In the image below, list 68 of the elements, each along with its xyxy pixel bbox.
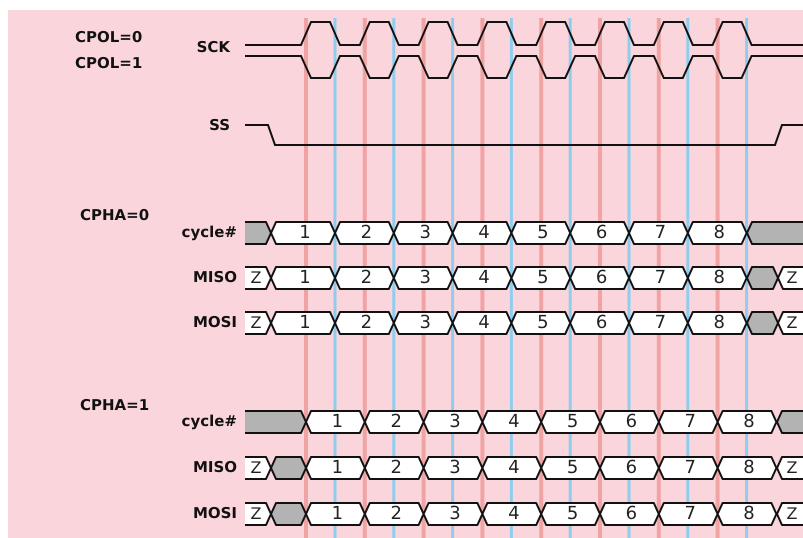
bit-number: 8	[713, 313, 725, 333]
high-z-label: Z	[250, 504, 262, 524]
bit-number: 6	[596, 223, 608, 243]
bit-number: 6	[626, 458, 638, 478]
bit-number: 2	[360, 268, 372, 288]
bit-number: 7	[684, 504, 696, 524]
bit-number: 3	[449, 458, 461, 478]
signal-name: MISO	[192, 267, 237, 287]
signal-name: MISO	[192, 457, 237, 477]
bit-number: 1	[299, 268, 311, 288]
bit-number: 6	[596, 313, 608, 333]
bit-number: 7	[654, 268, 666, 288]
bit-number: 2	[390, 504, 402, 524]
bit-number: 4	[508, 412, 520, 432]
bit-number: 4	[478, 223, 490, 243]
bit-number: 3	[419, 268, 431, 288]
bit-number: 5	[537, 313, 549, 333]
bit-number: 5	[537, 223, 549, 243]
bit-number: 3	[419, 313, 431, 333]
bit-number: 8	[743, 412, 755, 432]
bit-number: 7	[684, 412, 696, 432]
signal-name: cycle#	[182, 411, 237, 431]
signal-name: SS	[209, 115, 230, 135]
bit-number: 5	[566, 412, 578, 432]
bit-number: 5	[566, 504, 578, 524]
signal-name: MOSI	[192, 312, 237, 332]
high-z-label: Z	[786, 458, 798, 478]
bit-number: 6	[596, 268, 608, 288]
high-z-label: Z	[786, 313, 798, 333]
signal-name: SCK	[196, 37, 230, 57]
bit-number: 5	[537, 268, 549, 288]
bit-number: 1	[332, 458, 344, 478]
bit-number: 6	[626, 504, 638, 524]
bit-number: 7	[654, 313, 666, 333]
high-z-label: Z	[786, 268, 798, 288]
bit-number: 1	[299, 223, 311, 243]
signal-name: MOSI	[192, 503, 237, 523]
signal-name: cycle#	[182, 222, 237, 242]
bit-number: 8	[743, 458, 755, 478]
bit-number: 1	[332, 412, 344, 432]
high-z-label: Z	[250, 458, 262, 478]
bit-number: 1	[332, 504, 344, 524]
bit-number: 3	[449, 504, 461, 524]
bit-number: 1	[299, 313, 311, 333]
high-z-label: Z	[250, 313, 262, 333]
bit-number: 3	[449, 412, 461, 432]
mode-label: CPHA=0	[80, 205, 150, 225]
bit-number: 5	[566, 458, 578, 478]
bit-number: 4	[508, 458, 520, 478]
bit-number: 2	[360, 223, 372, 243]
bit-number: 4	[508, 504, 520, 524]
high-z-label: Z	[250, 268, 262, 288]
bit-number: 6	[626, 412, 638, 432]
bit-number: 4	[478, 268, 490, 288]
bit-number: 7	[654, 223, 666, 243]
high-z-label: Z	[786, 504, 798, 524]
mode-label: CPOL=0	[75, 27, 142, 47]
bit-number: 8	[713, 223, 725, 243]
bit-number: 7	[684, 458, 696, 478]
mode-label: CPHA=1	[80, 395, 150, 415]
bit-number: 4	[478, 313, 490, 333]
bit-number: 2	[390, 412, 402, 432]
bit-number: 2	[390, 458, 402, 478]
bit-number: 8	[743, 504, 755, 524]
bit-number: 8	[713, 268, 725, 288]
bit-number: 2	[360, 313, 372, 333]
bit-number: 3	[419, 223, 431, 243]
mode-label: CPOL=1	[75, 53, 142, 73]
